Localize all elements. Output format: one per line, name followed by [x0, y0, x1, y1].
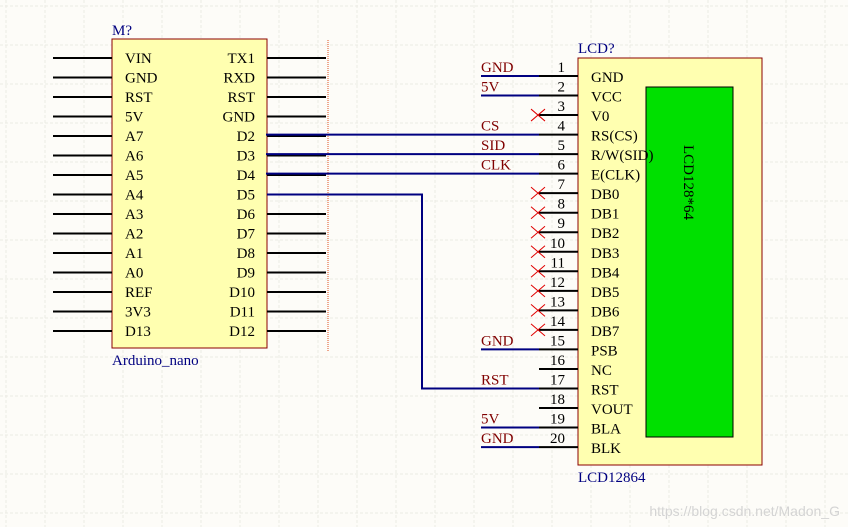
pin-label: BLA	[591, 422, 621, 438]
pin-label: A4	[125, 188, 144, 204]
pin-label: D12	[229, 324, 255, 340]
net-label-gnd: GND	[481, 333, 514, 349]
pin-label: DB5	[591, 285, 619, 301]
pin-label: GND	[223, 110, 256, 126]
pin-number: 20	[550, 431, 565, 447]
pin-number: 15	[550, 333, 565, 349]
net-label-5v: 5V	[481, 80, 500, 96]
pin-label: D13	[125, 324, 151, 340]
pin-label: DB6	[591, 304, 620, 320]
pin-label: D6	[237, 207, 256, 223]
pin-label: VCC	[591, 90, 622, 106]
pin-label: TX1	[228, 51, 256, 67]
pin-label: RS(CS)	[591, 129, 638, 145]
no-connect-icon	[530, 245, 546, 259]
pin-label: D3	[237, 149, 255, 165]
pin-label: VIN	[125, 51, 152, 67]
no-connect-icon	[530, 284, 546, 298]
arduino-body[interactable]	[111, 38, 268, 349]
pin-label: RST	[227, 90, 255, 106]
pin-label: RST	[591, 382, 619, 398]
pin-label: A5	[125, 168, 143, 184]
pin-number: 19	[550, 412, 565, 428]
pin-label: DB0	[591, 187, 619, 203]
pin-label: D9	[237, 266, 255, 282]
pin-number: 17	[550, 372, 566, 388]
pin-label: D2	[237, 129, 255, 145]
pin-number: 10	[550, 236, 565, 252]
net-label-cs: CS	[481, 119, 499, 135]
pin-label: 3V3	[125, 305, 151, 321]
pin-label: DB4	[591, 265, 620, 281]
lcd-name: LCD12864	[578, 470, 646, 486]
pin-number: 16	[550, 353, 566, 369]
net-label-sid: SID	[481, 138, 505, 154]
pin-label: R/W(SID)	[591, 148, 654, 164]
pin-label: 5V	[125, 110, 144, 126]
no-connect-icon	[530, 108, 546, 122]
net-label-rst: RST	[481, 372, 509, 388]
pin-label: A2	[125, 227, 143, 243]
pin-label: DB3	[591, 246, 619, 262]
pin-label: E(CLK)	[591, 168, 640, 184]
pin-number: 5	[558, 138, 566, 154]
pin-number: 9	[558, 216, 566, 232]
lcd-screen	[645, 86, 734, 438]
pin-label: D11	[230, 305, 255, 321]
wire-rst[interactable]	[267, 193, 481, 390]
net-label-gnd: GND	[481, 60, 514, 76]
pin-number: 4	[558, 119, 566, 135]
pin-number: 1	[558, 60, 566, 76]
no-connect-icon	[530, 303, 546, 317]
lcd-designator: LCD?	[578, 41, 615, 57]
lcd-screen-label: LCD128*64	[680, 145, 696, 221]
pin-label: A3	[125, 207, 143, 223]
pin-label: VOUT	[591, 402, 633, 418]
pin-number: 11	[551, 255, 565, 271]
no-connect-icon	[530, 186, 546, 200]
arduino-designator: M?	[112, 23, 132, 39]
arduino-name: Arduino_nano	[112, 353, 199, 369]
pin-label: A6	[125, 149, 144, 165]
no-connect-icon	[530, 264, 546, 278]
pin-label: V0	[591, 109, 609, 125]
no-connect-icon	[530, 323, 546, 337]
pin-label: D5	[237, 188, 255, 204]
pin-number: 18	[550, 392, 565, 408]
pin-number: 2	[558, 80, 566, 96]
no-connect-icon	[530, 225, 546, 239]
pin-label: D10	[229, 285, 255, 301]
pin-label: A7	[125, 129, 144, 145]
pin-label: A0	[125, 266, 143, 282]
pin-label: BLK	[591, 441, 621, 457]
pin-number: 6	[558, 158, 566, 174]
pin-number: 13	[550, 294, 565, 310]
pin-number: 7	[558, 177, 566, 193]
pin-label: DB1	[591, 207, 619, 223]
pin-label: A1	[125, 246, 143, 262]
pin-label: NC	[591, 363, 612, 379]
pin-label: DB7	[591, 324, 620, 340]
net-label-gnd: GND	[481, 431, 514, 447]
pin-label: RST	[125, 90, 153, 106]
pin-label: D8	[237, 246, 255, 262]
pin-number: 3	[558, 99, 566, 115]
pin-label: GND	[125, 71, 158, 87]
pin-label: RXD	[223, 71, 255, 87]
pin-number: 14	[550, 314, 566, 330]
no-connect-icon	[530, 206, 546, 220]
pin-label: PSB	[591, 343, 618, 359]
pin-label: D4	[237, 168, 256, 184]
pin-number: 8	[558, 197, 566, 213]
pin-label: GND	[591, 70, 624, 86]
pin-label: REF	[125, 285, 153, 301]
pin-number: 12	[550, 275, 565, 291]
watermark: https://blog.csdn.net/Madon_G	[649, 503, 840, 519]
pin-label: D7	[237, 227, 256, 243]
net-label-5v: 5V	[481, 412, 500, 428]
pin-label: DB2	[591, 226, 619, 242]
net-label-clk: CLK	[481, 158, 511, 174]
